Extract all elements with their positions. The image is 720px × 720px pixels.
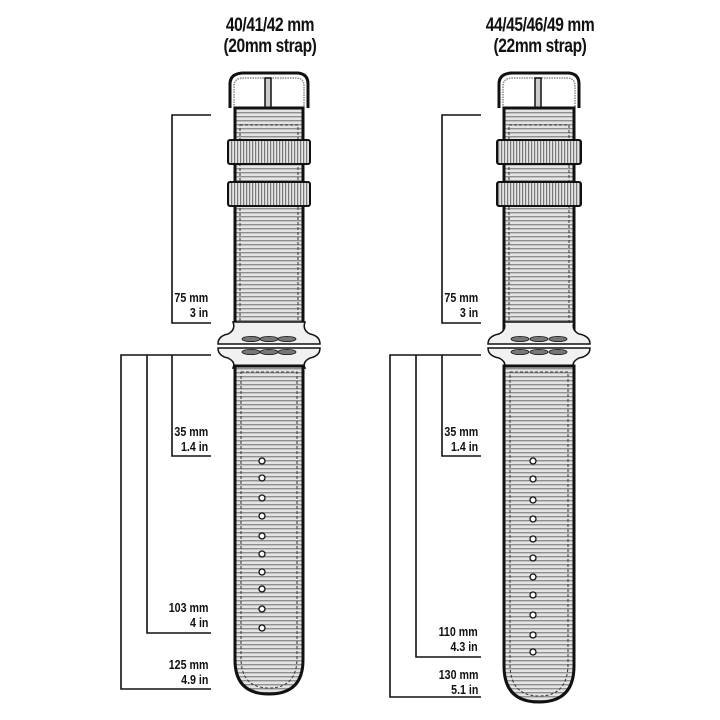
- strap-small-size-label: 40/41/42 mm: [225, 15, 315, 36]
- strap-holes: [258, 457, 266, 632]
- strap-large: [389, 71, 591, 704]
- dim-in: 5.1 in: [450, 682, 478, 697]
- lug-adapter-bottom: [217, 347, 321, 369]
- dim-in: 4.9 in: [180, 672, 208, 687]
- dim-in: 1.4 in: [450, 439, 478, 454]
- dim-in: 3 in: [189, 305, 208, 320]
- keeper-loop: [227, 181, 311, 207]
- small-lower-length-2-label: 103 mm 4 in: [168, 600, 208, 630]
- strap-large-title: 44/45/46/49 mm (22mm strap): [458, 15, 622, 57]
- lower-strap: [233, 364, 305, 696]
- strap-small-width-label: (20mm strap): [223, 36, 317, 57]
- dim-mm: 130 mm: [438, 667, 478, 682]
- lug-adapter-top: [217, 321, 321, 345]
- large-lower-length-2-label: 110 mm 4.3 in: [439, 624, 478, 654]
- dim-mm: 35 mm: [174, 424, 208, 439]
- dimension-brackets: [389, 114, 481, 698]
- dim-mm: 103 mm: [168, 600, 208, 615]
- dim-mm: 75 mm: [174, 290, 208, 305]
- small-lower-length-1-label: 35 mm 1.4 in: [174, 424, 208, 454]
- strap-holes: [529, 457, 537, 656]
- lower-strap: [502, 364, 576, 704]
- keeper-loop: [496, 181, 582, 207]
- keeper-loop: [496, 139, 582, 165]
- large-lower-length-1-label: 35 mm 1.4 in: [444, 424, 478, 454]
- dim-mm: 110 mm: [438, 624, 478, 639]
- small-top-length-label: 75 mm 3 in: [174, 290, 208, 320]
- lug-adapter-top: [487, 321, 591, 345]
- lug-adapter-bottom: [487, 347, 591, 369]
- small-lower-length-3-label: 125 mm 4.9 in: [168, 657, 208, 687]
- dim-in: 3 in: [459, 305, 478, 320]
- dim-mm: 125 mm: [168, 657, 208, 672]
- strap-large-width-label: (22mm strap): [493, 36, 587, 57]
- dim-mm: 75 mm: [444, 290, 478, 305]
- dim-in: 1.4 in: [180, 439, 208, 454]
- keeper-loop: [227, 139, 311, 165]
- dim-mm: 35 mm: [444, 424, 478, 439]
- strap-large-size-label: 44/45/46/49 mm: [485, 15, 595, 36]
- strap-small-title: 40/41/42 mm (20mm strap): [188, 15, 352, 57]
- dimension-brackets: [120, 114, 211, 690]
- strap-small: [120, 71, 321, 696]
- large-lower-length-3-label: 130 mm 5.1 in: [438, 667, 478, 697]
- large-top-length-label: 75 mm 3 in: [444, 290, 478, 320]
- dim-in: 4.3 in: [450, 639, 478, 654]
- dim-in: 4 in: [189, 615, 208, 630]
